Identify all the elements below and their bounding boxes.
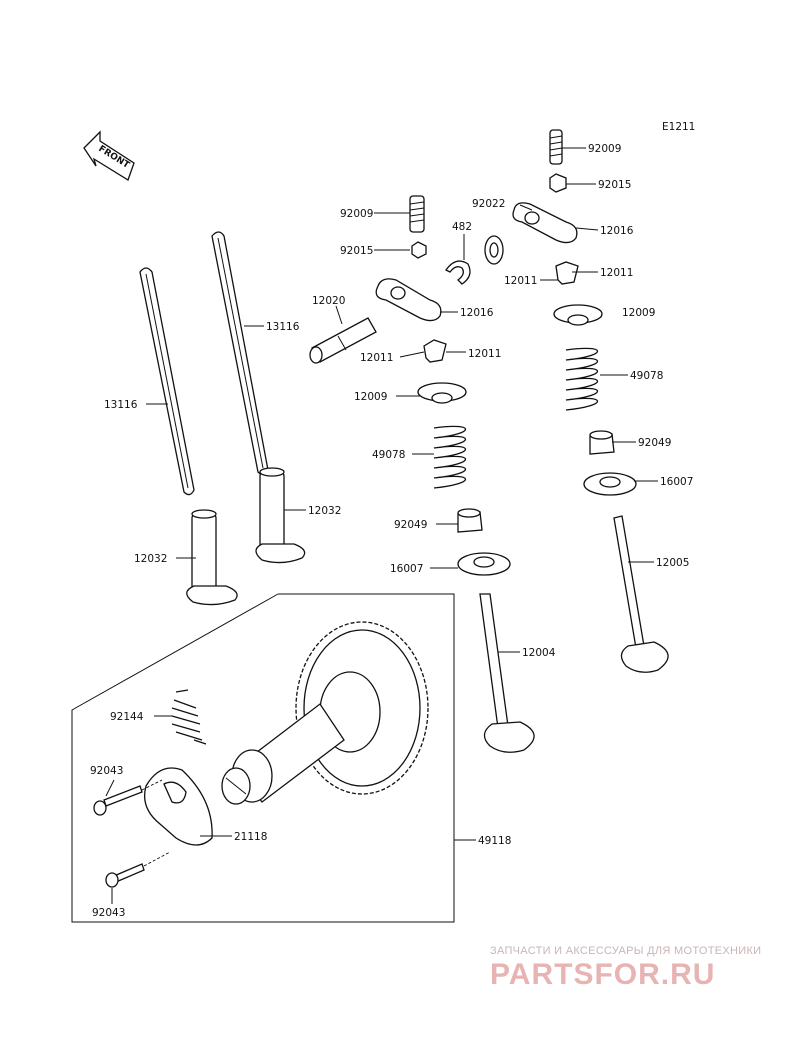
spring-retainer-right <box>553 304 603 326</box>
governor-spring <box>171 689 207 745</box>
stem-seal-right <box>589 430 615 455</box>
leader-lines <box>105 147 658 904</box>
callout-12020: 12020 <box>312 295 345 307</box>
spring-retainer-left <box>417 382 467 404</box>
callout-12011-left-b: 12011 <box>468 348 501 360</box>
callout-12011-right-b: 12011 <box>504 275 537 287</box>
callout-49078-right: 49078 <box>630 370 663 382</box>
callout-12011-right-a: 12011 <box>600 267 633 279</box>
decompression-weight <box>143 767 213 846</box>
callout-12016-left: 12016 <box>460 307 494 319</box>
callouts: 92009 92015 92022 12016 12011 12011 1200… <box>90 143 693 919</box>
callout-16007-left: 16007 <box>390 563 423 575</box>
callout-12009-left: 12009 <box>354 391 387 403</box>
circlip <box>445 260 471 285</box>
callout-12011-left-a: 12011 <box>360 352 393 364</box>
rocker-shaft <box>309 317 377 364</box>
pushrod-a <box>139 267 195 496</box>
tappet-a <box>186 509 238 606</box>
callout-92049-right: 92049 <box>638 437 671 449</box>
callout-16007-right: 16007 <box>660 476 693 488</box>
callout-12009-right: 12009 <box>622 307 655 319</box>
callout-12032-a: 12032 <box>134 553 167 565</box>
spring-seat-left <box>457 552 511 576</box>
callout-21118: 21118 <box>234 831 267 843</box>
callout-12032-b: 12032 <box>308 505 341 517</box>
callout-49118: 49118 <box>478 835 511 847</box>
watermark-logo: PARTSFOR.RU <box>490 958 716 991</box>
callout-12005: 12005 <box>656 557 689 569</box>
callout-482: 482 <box>452 221 472 233</box>
collet-right <box>555 261 579 285</box>
bolt-lower <box>105 863 145 888</box>
spring-seat-right <box>583 472 637 496</box>
stem-seal-left <box>457 508 483 533</box>
camshaft-assembly-frame <box>71 593 455 923</box>
front-arrow-icon: FRONT <box>83 130 135 181</box>
callout-13116-b: 13116 <box>266 321 300 333</box>
callout-92049-left: 92049 <box>394 519 427 531</box>
rocker-arm-left <box>375 195 442 322</box>
valve-spring-right <box>565 347 599 411</box>
thrust-washer <box>484 235 504 265</box>
callout-92009-right: 92009 <box>588 143 621 155</box>
camshaft <box>221 703 345 805</box>
diagram-code: E1211 <box>662 121 695 133</box>
callout-92043-upper: 92043 <box>90 765 123 777</box>
callout-92043-lower: 92043 <box>92 907 125 919</box>
callout-13116-a: 13116 <box>104 399 138 411</box>
callout-12004: 12004 <box>522 647 556 659</box>
callout-92009-left: 92009 <box>340 208 373 220</box>
intake-valve <box>479 593 535 753</box>
callout-92015-right: 92015 <box>598 179 631 191</box>
pushrod-b <box>211 231 269 476</box>
callout-92015-left: 92015 <box>340 245 373 257</box>
collet-left <box>423 339 447 363</box>
exhaust-valve <box>613 515 669 673</box>
tappet-b <box>255 467 306 564</box>
callout-92144: 92144 <box>110 711 144 723</box>
bolt-upper <box>93 785 143 816</box>
valve-spring-left <box>433 425 467 489</box>
watermark-tagline: ЗАПЧАСТИ И АКСЕССУАРЫ ДЛЯ МОТОТЕХНИКИ <box>490 945 762 957</box>
rocker-arm-right <box>512 129 578 244</box>
callout-49078-left: 49078 <box>372 449 405 461</box>
callout-92022: 92022 <box>472 198 505 210</box>
callout-12016-right: 12016 <box>600 225 634 237</box>
